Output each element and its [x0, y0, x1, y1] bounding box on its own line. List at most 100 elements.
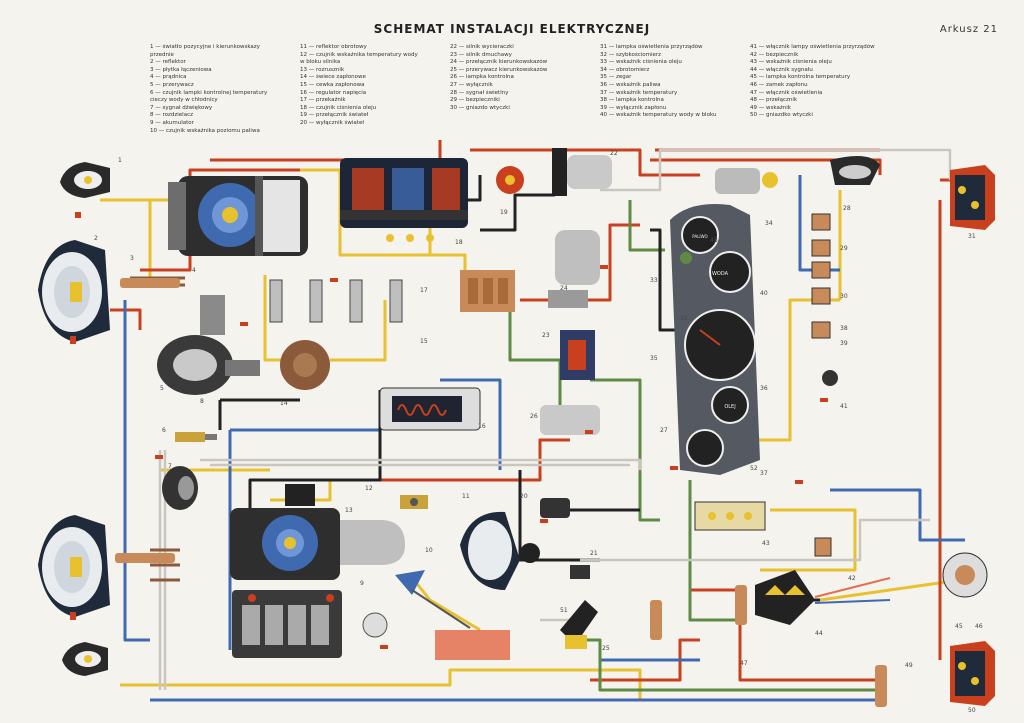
callout: 21 — [590, 550, 598, 557]
oil-pressure-sender — [400, 495, 428, 509]
headlamp-left-top — [38, 240, 110, 344]
wire-black — [480, 193, 555, 232]
horn — [162, 466, 198, 510]
legend-entry: 16 — regulator napięcia — [300, 89, 367, 96]
callout: 51 — [560, 607, 568, 614]
legend-entry: 13 — rozrusznik — [300, 66, 345, 73]
callout: 35 — [650, 355, 658, 362]
connector-strip — [650, 585, 887, 707]
sheet-number: Arkusz 21 — [939, 24, 998, 35]
junction-block-top — [120, 278, 180, 288]
wire-green — [628, 200, 665, 252]
legend-entry: 3 — płytka łączeniowa — [150, 66, 212, 73]
wire-white — [600, 148, 952, 192]
clock — [686, 429, 724, 467]
callout: 42 — [848, 575, 856, 582]
callout: 3 — [130, 255, 134, 262]
callout: 52 — [750, 465, 758, 472]
legend-entry: 40 — wskaźnik temperatury wody w bloku — [600, 112, 717, 119]
legend-entry: 18 — czujnik ciśnienia oleju — [300, 104, 377, 111]
battery — [232, 590, 342, 658]
legend-entry: w bloku silnika — [300, 59, 341, 66]
legend-entry: 35 — zegar — [600, 74, 632, 81]
legend-entry: 24 — przełącznik kierunkowskazów — [450, 59, 548, 66]
legend-entry: 34 — obrotomierz — [600, 66, 650, 73]
ignition-coil — [379, 387, 481, 431]
legend-entry: 10 — czujnik wskaźnika poziomu paliwa — [150, 127, 260, 134]
wire-yellow — [263, 275, 387, 362]
legend-entry: cieczy wody w chłodnicy — [150, 97, 218, 104]
callout: 28 — [843, 205, 851, 212]
fuse-box — [694, 501, 766, 531]
callout: 18 — [455, 239, 463, 246]
callout: 29 — [840, 245, 848, 252]
callout: 17 — [420, 287, 428, 294]
wire-red — [690, 588, 880, 682]
callout: 14 — [280, 400, 288, 407]
legend-entry: 12 — czujnik wskaźnika temperatury wody — [300, 51, 418, 58]
legend-entry: 27 — wyłącznik — [450, 81, 493, 88]
flasher-relay — [560, 330, 595, 380]
dashboard-light-socket — [540, 405, 600, 435]
legend-entry: 25 — przerywacz kierunkowskazów — [450, 66, 548, 73]
callout: 30 — [840, 293, 848, 300]
wire-green — [580, 638, 880, 692]
headlamp-left-bottom — [38, 515, 110, 620]
callout: 20 — [520, 493, 528, 500]
legend-entry: 7 — sygnał dźwiękowy — [150, 104, 213, 111]
callout: 5 — [160, 385, 164, 392]
temperature-sender — [175, 432, 217, 442]
callout: 46 — [975, 623, 983, 630]
callout: 2 — [94, 235, 98, 242]
callout: 43 — [762, 540, 770, 547]
distributor-cap — [280, 340, 330, 390]
callout: 8 — [200, 398, 204, 405]
wire-white — [580, 518, 930, 562]
legend-entry: 11 — reflektor obrotowy — [300, 44, 367, 50]
legend-entry: 28 — sygnał świetlny — [450, 89, 509, 96]
legend-entry: 31 — lampka oświetlenia przyrządów — [600, 44, 703, 50]
wiper-motor — [548, 230, 600, 308]
fuel-gauge — [681, 216, 719, 254]
callout: 12 — [365, 485, 373, 492]
rear-lamp-right-top — [950, 165, 995, 230]
fuel-level-sender — [362, 570, 510, 660]
callout: 11 — [462, 493, 470, 500]
instrument-panel: WODA OLEJ PALIWO — [670, 204, 760, 475]
starter-motor — [230, 484, 405, 580]
wire-brown — [150, 548, 180, 582]
legend-entry: 32 — szybkościomierz — [600, 51, 662, 58]
connector-block — [460, 270, 515, 312]
trailer-socket — [942, 552, 988, 598]
callout: 37 — [760, 470, 768, 477]
wire-black — [248, 390, 382, 520]
legend-entry: 47 — włącznik oświetlenia — [750, 89, 823, 96]
legend-entry: 42 — bezpiecznik — [750, 51, 799, 58]
ground-symbols — [155, 265, 828, 649]
wire-red — [110, 308, 142, 330]
legend-entry: 37 — wskaźnik temperatury — [600, 89, 678, 96]
wire-blue — [123, 300, 150, 642]
fuel-pump — [715, 168, 778, 194]
callout: 39 — [840, 340, 848, 347]
water-temp-gauge — [711, 386, 749, 424]
legend-entry: przednie — [150, 51, 174, 58]
legend-entry: 48 — przełącznik — [750, 97, 798, 104]
callout: 26 — [530, 413, 538, 420]
callout: 38 — [840, 325, 848, 332]
cigar-lighter — [822, 370, 838, 386]
wire-yellow — [120, 668, 880, 702]
oil-pressure-switch — [540, 498, 570, 518]
callout: 48 — [710, 237, 718, 244]
callout: 9 — [360, 580, 364, 587]
legend-entry: 9 — akumulator — [150, 119, 194, 126]
oil-gauge — [709, 251, 751, 293]
callout: 31 — [968, 233, 976, 240]
legend-entry: 43 — wskaźnik ciśnienia oleju — [750, 59, 832, 66]
callout: 16 — [478, 423, 486, 430]
gauge-label-water: WODA — [712, 271, 729, 277]
callout: 23 — [542, 332, 550, 339]
